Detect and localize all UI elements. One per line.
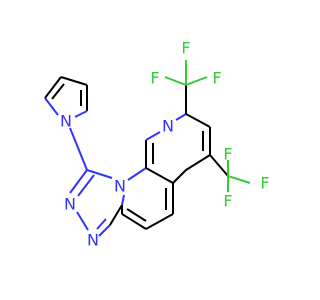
fluorine-atom-label: F xyxy=(150,69,159,88)
pyridine-nitrogen-label: N xyxy=(162,117,174,136)
bond xyxy=(145,131,161,141)
bond xyxy=(69,127,88,171)
bond xyxy=(86,169,113,179)
bond xyxy=(74,110,88,118)
lower-cf3-group xyxy=(209,154,251,192)
structure-canvas: F F F F F F N N N N N xyxy=(44,39,270,250)
bond xyxy=(44,76,62,99)
bond xyxy=(164,76,187,86)
bond xyxy=(60,76,88,86)
bond xyxy=(185,113,211,128)
fluorine-atom-label: F xyxy=(260,174,269,193)
fluorine-atom-label: F xyxy=(223,192,232,211)
bond xyxy=(76,211,89,231)
fluorine-atom-label: F xyxy=(181,39,190,58)
molecule-diagram: F F F F F F N N N N N xyxy=(44,39,270,250)
middle-ring xyxy=(121,167,174,230)
triazole-ring xyxy=(69,169,125,237)
bond xyxy=(209,154,229,177)
fluorine-atom-label: F xyxy=(223,145,232,164)
bond xyxy=(127,167,147,181)
bond xyxy=(227,175,251,184)
bond xyxy=(44,97,59,116)
triazole-nitrogen-label: N xyxy=(64,195,76,214)
bond xyxy=(121,213,147,230)
bond xyxy=(51,83,65,100)
pyridine-ring xyxy=(145,113,211,184)
bond xyxy=(185,76,208,86)
bond xyxy=(109,204,123,226)
bond xyxy=(126,208,147,222)
triazole-nitrogen-label: N xyxy=(87,231,99,250)
bond xyxy=(69,169,88,194)
bond xyxy=(121,194,125,206)
bond xyxy=(145,167,174,184)
upper-cf3-group xyxy=(164,60,208,114)
triazole-bridge-nitrogen-label: N xyxy=(114,177,126,196)
bond xyxy=(145,213,174,230)
bond xyxy=(185,154,211,171)
bond xyxy=(172,169,187,184)
pyrrole-nitrogen-label: N xyxy=(60,112,72,131)
fluorine-atom-label: F xyxy=(212,69,221,88)
pyrrole-ring xyxy=(44,76,88,118)
bond xyxy=(96,218,107,230)
bond xyxy=(98,224,111,237)
bond xyxy=(175,113,187,121)
bond xyxy=(77,174,95,197)
